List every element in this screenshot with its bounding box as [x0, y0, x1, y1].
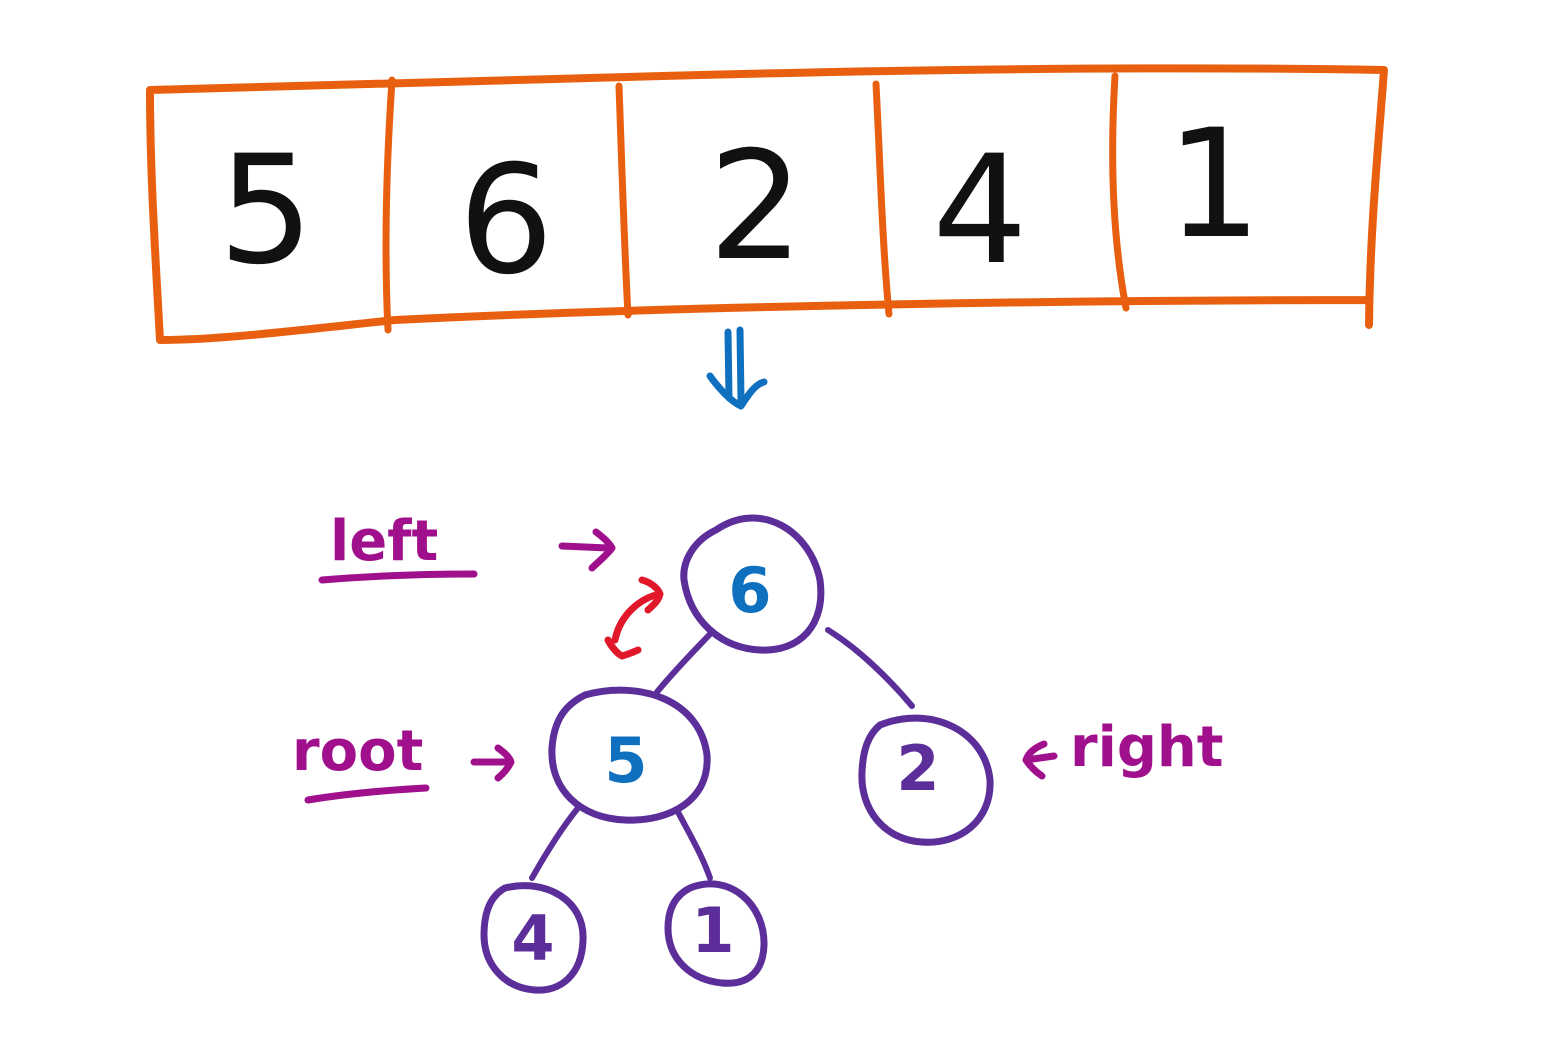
label-left-text: left	[330, 509, 438, 574]
tree-node-bottom-right: 1	[664, 880, 768, 987]
arrow-left-icon	[1022, 740, 1058, 780]
node-value: 5	[604, 724, 647, 797]
node-value: 1	[691, 894, 734, 967]
tree-edge	[825, 627, 915, 709]
array-divider-3	[872, 80, 893, 318]
tree-edges	[529, 627, 915, 881]
array-divider-4	[1109, 72, 1130, 312]
array-border	[146, 64, 1388, 344]
array-divider-1	[382, 76, 396, 334]
node-circle	[680, 514, 825, 654]
node-circle	[664, 880, 768, 987]
label-underline	[318, 570, 478, 584]
tree-edge	[654, 629, 715, 695]
tree-node-top: 6	[680, 514, 825, 654]
arrow-right-icon	[558, 528, 616, 572]
node-circle	[548, 686, 711, 824]
tree-node-mid-left: 5	[548, 686, 711, 824]
array: 5 6 2 4 1	[146, 64, 1388, 344]
label-right-text: right	[1070, 715, 1224, 780]
array-cell-value: 4	[932, 124, 1027, 298]
swap-arrow-icon	[604, 576, 664, 660]
label-root-text: root	[292, 719, 423, 784]
label-underline	[304, 784, 430, 804]
label-root: root	[292, 719, 515, 804]
array-cell-value: 1	[1166, 98, 1261, 272]
node-circle	[480, 882, 587, 994]
array-divider-2	[615, 82, 632, 319]
arrow-right-icon	[470, 744, 515, 782]
array-cell-value: 6	[458, 134, 553, 308]
label-right: right	[1022, 715, 1224, 780]
node-value: 4	[511, 902, 554, 975]
array-cell-value: 5	[218, 124, 313, 298]
node-circle	[858, 714, 994, 846]
tree-edge	[529, 805, 581, 881]
node-value: 2	[896, 732, 939, 805]
tree-node-bottom-left: 4	[480, 882, 587, 994]
tree-edge	[675, 809, 713, 881]
node-value: 6	[728, 554, 771, 627]
label-left: left	[318, 509, 616, 584]
array-cell-value: 2	[708, 120, 803, 294]
double-down-arrow-icon	[706, 326, 768, 410]
tree-node-mid-right: 2	[858, 714, 994, 846]
